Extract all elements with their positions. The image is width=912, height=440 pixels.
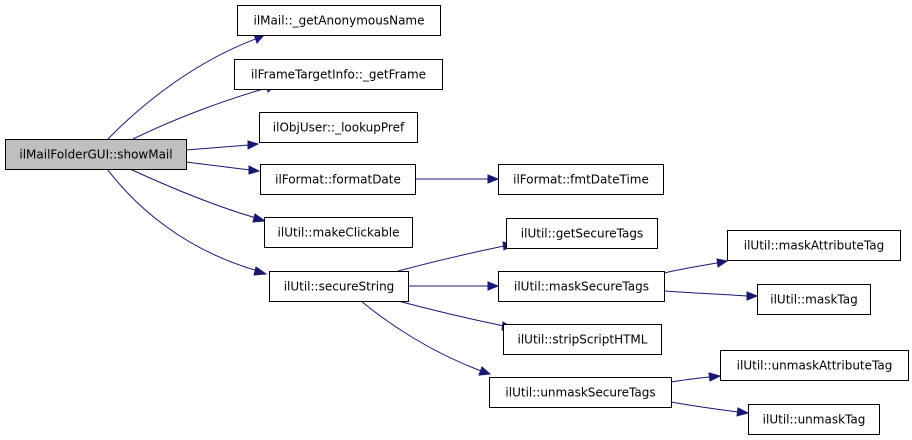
node-anon[interactable]: ilMail::_getAnonymousName <box>237 5 441 36</box>
node-box[interactable] <box>748 404 880 435</box>
edge-root-to-click <box>129 168 267 223</box>
node-box[interactable] <box>5 139 187 170</box>
node-label: ilUtil::getSecureTags <box>521 227 643 241</box>
edge-fdate-to-fmtdt <box>415 174 500 184</box>
node-label: ilUtil::makeClickable <box>278 226 400 240</box>
edge-line <box>670 401 739 413</box>
node-label: ilMailFolderGUI::showMail <box>19 148 172 162</box>
arrowhead <box>716 258 729 268</box>
node-label: ilUtil::unmaskAttributeTag <box>737 359 893 373</box>
node-label: ilObjUser::_lookupPref <box>273 121 405 135</box>
edge-layer <box>106 33 759 417</box>
edge-line <box>132 87 268 140</box>
node-box[interactable] <box>259 112 418 143</box>
node-box[interactable] <box>498 271 665 302</box>
node-label: ilUtil::secureString <box>284 280 395 294</box>
edge-line <box>663 290 748 297</box>
node-unmasktag[interactable]: ilUtil::unmaskTag <box>748 404 880 435</box>
node-getsec[interactable]: ilUtil::getSecureTags <box>506 218 658 249</box>
node-box[interactable] <box>503 324 662 355</box>
arrowhead <box>253 266 268 276</box>
edge-root-to-fdate <box>185 161 261 175</box>
node-root[interactable]: ilMailFolderGUI::showMail <box>5 139 187 170</box>
edge-line <box>129 168 257 219</box>
edge-masksec-to-maskattr <box>663 258 729 274</box>
edge-secstr-to-getsec <box>397 241 515 272</box>
edge-line <box>185 161 251 171</box>
node-box[interactable] <box>498 164 664 195</box>
node-box[interactable] <box>757 284 871 315</box>
node-box[interactable] <box>237 5 441 36</box>
node-strip[interactable]: ilUtil::stripScriptHTML <box>503 324 662 355</box>
edge-line <box>185 144 250 151</box>
edge-line <box>360 300 482 372</box>
node-label: ilUtil::stripScriptHTML <box>518 333 648 347</box>
node-secstr[interactable]: ilUtil::secureString <box>269 271 409 302</box>
arrowhead <box>252 213 267 223</box>
arrowhead <box>487 281 500 291</box>
node-label: ilFormat::fmtDateTime <box>513 173 649 187</box>
edge-unmasksec-to-unmasktag <box>670 401 750 417</box>
edge-root-to-secstr <box>106 168 268 276</box>
node-box[interactable] <box>489 377 672 408</box>
edge-secstr-to-masksec <box>408 281 500 291</box>
edge-unmasksec-to-unmaskattr <box>670 372 722 383</box>
node-unmasksec[interactable]: ilUtil::unmaskSecureTags <box>489 377 672 408</box>
node-click[interactable]: ilUtil::makeClickable <box>264 217 413 248</box>
edge-line <box>397 245 505 272</box>
node-fdate[interactable]: ilFormat::formatDate <box>260 164 416 195</box>
node-box[interactable] <box>234 59 443 90</box>
node-frame[interactable]: ilFrameTargetInfo::_getFrame <box>234 59 443 90</box>
node-masktag[interactable]: ilUtil::maskTag <box>757 284 871 315</box>
node-label: ilUtil::unmaskSecureTags <box>505 386 655 400</box>
edge-line <box>106 168 259 272</box>
node-box[interactable] <box>506 218 658 249</box>
node-masksec[interactable]: ilUtil::maskSecureTags <box>498 271 665 302</box>
arrowhead <box>478 366 492 376</box>
node-box[interactable] <box>269 271 409 302</box>
node-box[interactable] <box>720 350 909 381</box>
node-unmaskattr[interactable]: ilUtil::unmaskAttributeTag <box>720 350 909 381</box>
edge-masksec-to-masktag <box>663 290 759 301</box>
node-layer: ilMailFolderGUI::showMail ilMail::_getAno… <box>5 5 909 435</box>
node-label: ilFormat::formatDate <box>275 173 401 187</box>
node-label: ilUtil::maskTag <box>770 293 857 307</box>
node-fmtdt[interactable]: ilFormat::fmtDateTime <box>498 164 664 195</box>
node-box[interactable] <box>260 164 416 195</box>
arrowhead <box>736 407 750 417</box>
node-label: ilUtil::maskSecureTags <box>514 280 649 294</box>
arrowhead <box>247 140 260 150</box>
node-maskattr[interactable]: ilUtil::maskAttributeTag <box>727 230 901 261</box>
node-pref[interactable]: ilObjUser::_lookupPref <box>259 112 418 143</box>
edge-root-to-frame <box>132 83 278 140</box>
edge-line <box>107 37 259 140</box>
node-label: ilFrameTargetInfo::_getFrame <box>251 68 426 82</box>
arrowhead <box>248 165 261 175</box>
node-label: ilMail::_getAnonymousName <box>254 14 425 28</box>
node-label: ilUtil::unmaskTag <box>763 413 866 427</box>
edge-line <box>397 300 505 327</box>
edge-line <box>663 262 718 274</box>
node-label: ilUtil::maskAttributeTag <box>744 239 884 253</box>
edge-line <box>670 376 711 383</box>
arrowhead <box>487 174 500 184</box>
edge-root-to-pref <box>185 140 260 151</box>
edge-secstr-to-strip <box>397 300 515 331</box>
node-box[interactable] <box>264 217 413 248</box>
arrowhead <box>746 291 759 301</box>
arrowhead <box>708 372 722 382</box>
edge-secstr-to-unmasksec <box>360 300 492 376</box>
node-box[interactable] <box>727 230 901 261</box>
